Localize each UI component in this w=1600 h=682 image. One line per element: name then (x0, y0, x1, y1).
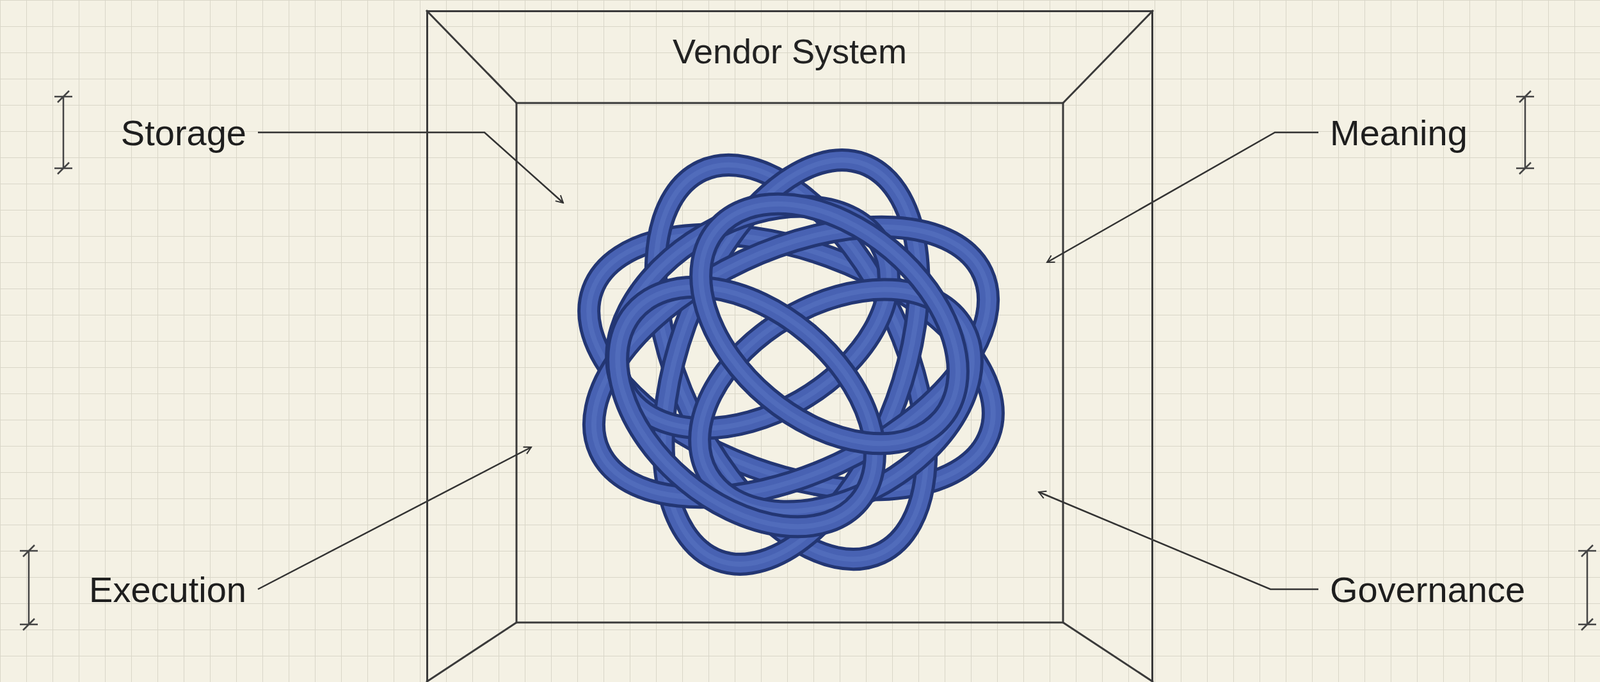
part-label: Governance (1329, 568, 1526, 611)
knot-strand (654, 155, 1004, 492)
box-perspective (426, 10, 1154, 682)
knot-strand (571, 238, 921, 575)
vendor-box: Vendor System (426, 10, 1154, 682)
knot-strand (654, 155, 1004, 492)
box-title: Vendor System (428, 31, 1152, 72)
part-label: Execution (88, 568, 247, 611)
knot-strand (654, 155, 1004, 492)
knot-strand (571, 238, 921, 575)
knot-strand (571, 238, 921, 575)
dimension-brackets (19, 90, 1597, 631)
part-label: Meaning (1329, 112, 1468, 154)
knot-illustration (552, 123, 1030, 601)
leader-lines (257, 132, 1319, 590)
part-label: Storage (120, 112, 247, 154)
